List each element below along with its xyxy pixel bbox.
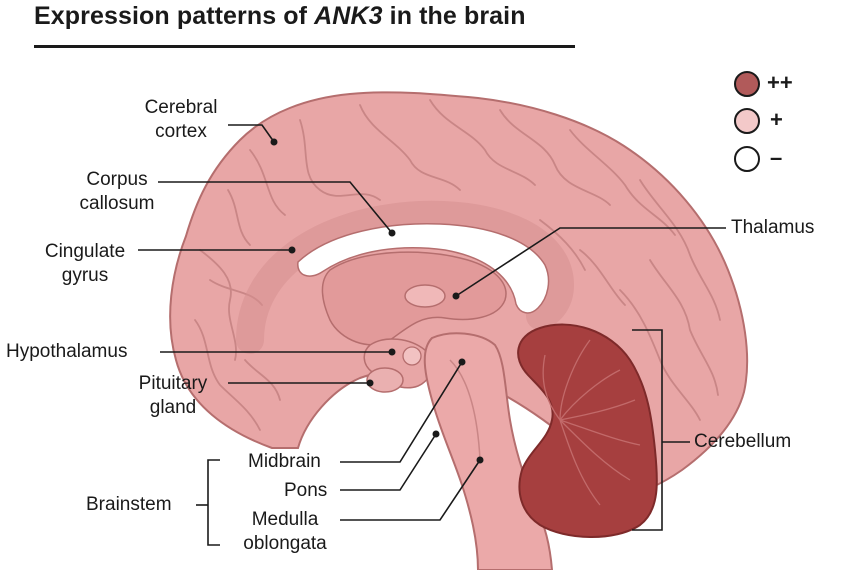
leader-lines <box>138 124 726 546</box>
label-pons: Pons <box>284 480 328 501</box>
cerebellum-shape <box>517 323 658 538</box>
mammillary-body <box>402 346 422 366</box>
leader-thalamus <box>455 227 726 297</box>
legend-swatch-none <box>734 146 760 172</box>
diagram-title: Expression patterns of ANK3 in the brain <box>34 2 526 30</box>
leader-corpus-callosum <box>158 181 393 234</box>
gyri-lines <box>194 99 721 431</box>
leader-midbrain <box>340 361 463 463</box>
legend-label-medium: + <box>770 107 783 132</box>
label-brainstem: Brainstem <box>86 494 172 515</box>
brainstem-shape <box>423 332 554 570</box>
leader-medulla <box>340 459 481 521</box>
cingulate-band <box>236 200 575 354</box>
leader-pons <box>340 433 437 491</box>
title-underline <box>34 45 575 48</box>
corpus-callosum <box>297 223 550 314</box>
leader-dots <box>270 138 484 464</box>
interthalamic-adhesion <box>404 284 446 308</box>
label-midbrain: Midbrain <box>248 451 321 472</box>
label-thalamus: Thalamus <box>731 217 815 238</box>
cerebellum-bracket <box>632 329 663 531</box>
label-cerebellum: Cerebellum <box>694 431 792 452</box>
legend-label-high: ++ <box>767 70 793 95</box>
brainstem-bracket <box>207 459 220 546</box>
leader-cerebral-cortex <box>228 124 275 143</box>
arbor-vitae <box>542 339 641 506</box>
legend-swatch-high <box>734 71 760 97</box>
legend-label-none: – <box>770 145 783 170</box>
legend-swatch-medium <box>734 108 760 134</box>
label-hypothalamus: Hypothalamus <box>6 341 128 362</box>
pituitary-shape <box>366 367 404 393</box>
